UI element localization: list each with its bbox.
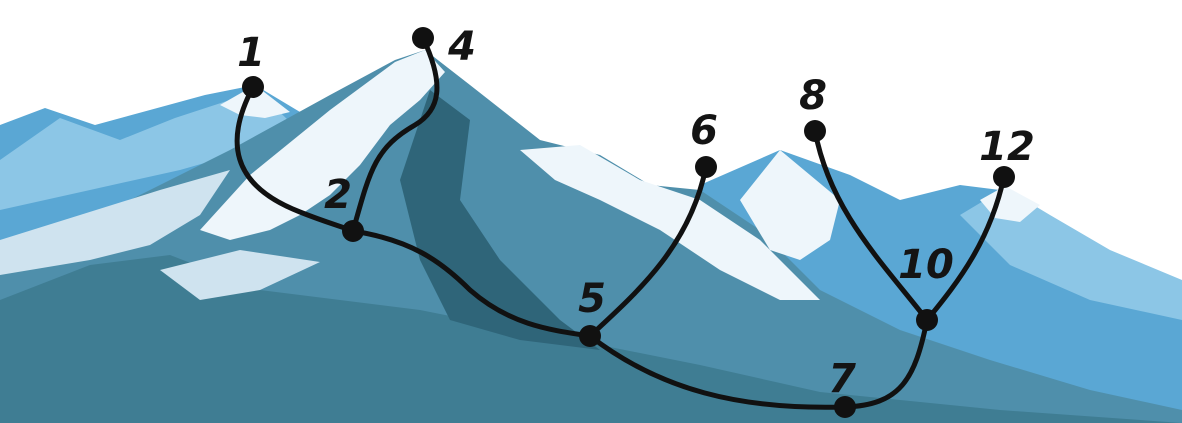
trail-edge-10-8 (812, 128, 930, 323)
trail-node-12 (993, 166, 1015, 188)
trail-edge-5-7 (587, 333, 848, 410)
mountain-background (0, 50, 1182, 423)
trail-edges (234, 35, 1007, 410)
mountain-shadow (400, 90, 600, 350)
snow-main-left-slope (0, 170, 230, 275)
trail-node-7 (834, 396, 856, 418)
snow-right-peak (740, 150, 840, 260)
trail-node-6 (695, 156, 717, 178)
snow-front-streak (160, 250, 320, 300)
node-label-8: 8 (799, 73, 827, 119)
trail-node-8 (804, 120, 826, 142)
trail-edge-5-6 (587, 164, 709, 339)
trail-nodes (242, 27, 1015, 418)
snow-right-ridge (520, 145, 820, 300)
trail-edge-2-5 (350, 228, 593, 339)
node-label-2: 2 (324, 172, 352, 218)
node-label-1: 1 (237, 30, 265, 76)
trail-edge-1-2 (234, 84, 356, 234)
trail-node-10 (916, 309, 938, 331)
trail-node-4 (412, 27, 434, 49)
mountain-back-left-light (0, 88, 290, 210)
trail-edge-7-10 (842, 317, 930, 410)
trail-node-5 (579, 325, 601, 347)
trail-node-1 (242, 76, 264, 98)
node-label-12: 12 (979, 124, 1035, 170)
snow-left-peak (220, 85, 290, 118)
trail-edge-10-12 (924, 174, 1007, 323)
node-label-5: 5 (578, 276, 606, 322)
node-label-4: 4 (447, 24, 476, 70)
trail-node-2 (342, 220, 364, 242)
node-label-10: 10 (898, 242, 954, 288)
node-label-6: 6 (690, 108, 718, 154)
trail-edge-4-2 (350, 35, 440, 234)
mountain-front (0, 255, 1182, 423)
node-label-7: 7 (828, 356, 856, 402)
